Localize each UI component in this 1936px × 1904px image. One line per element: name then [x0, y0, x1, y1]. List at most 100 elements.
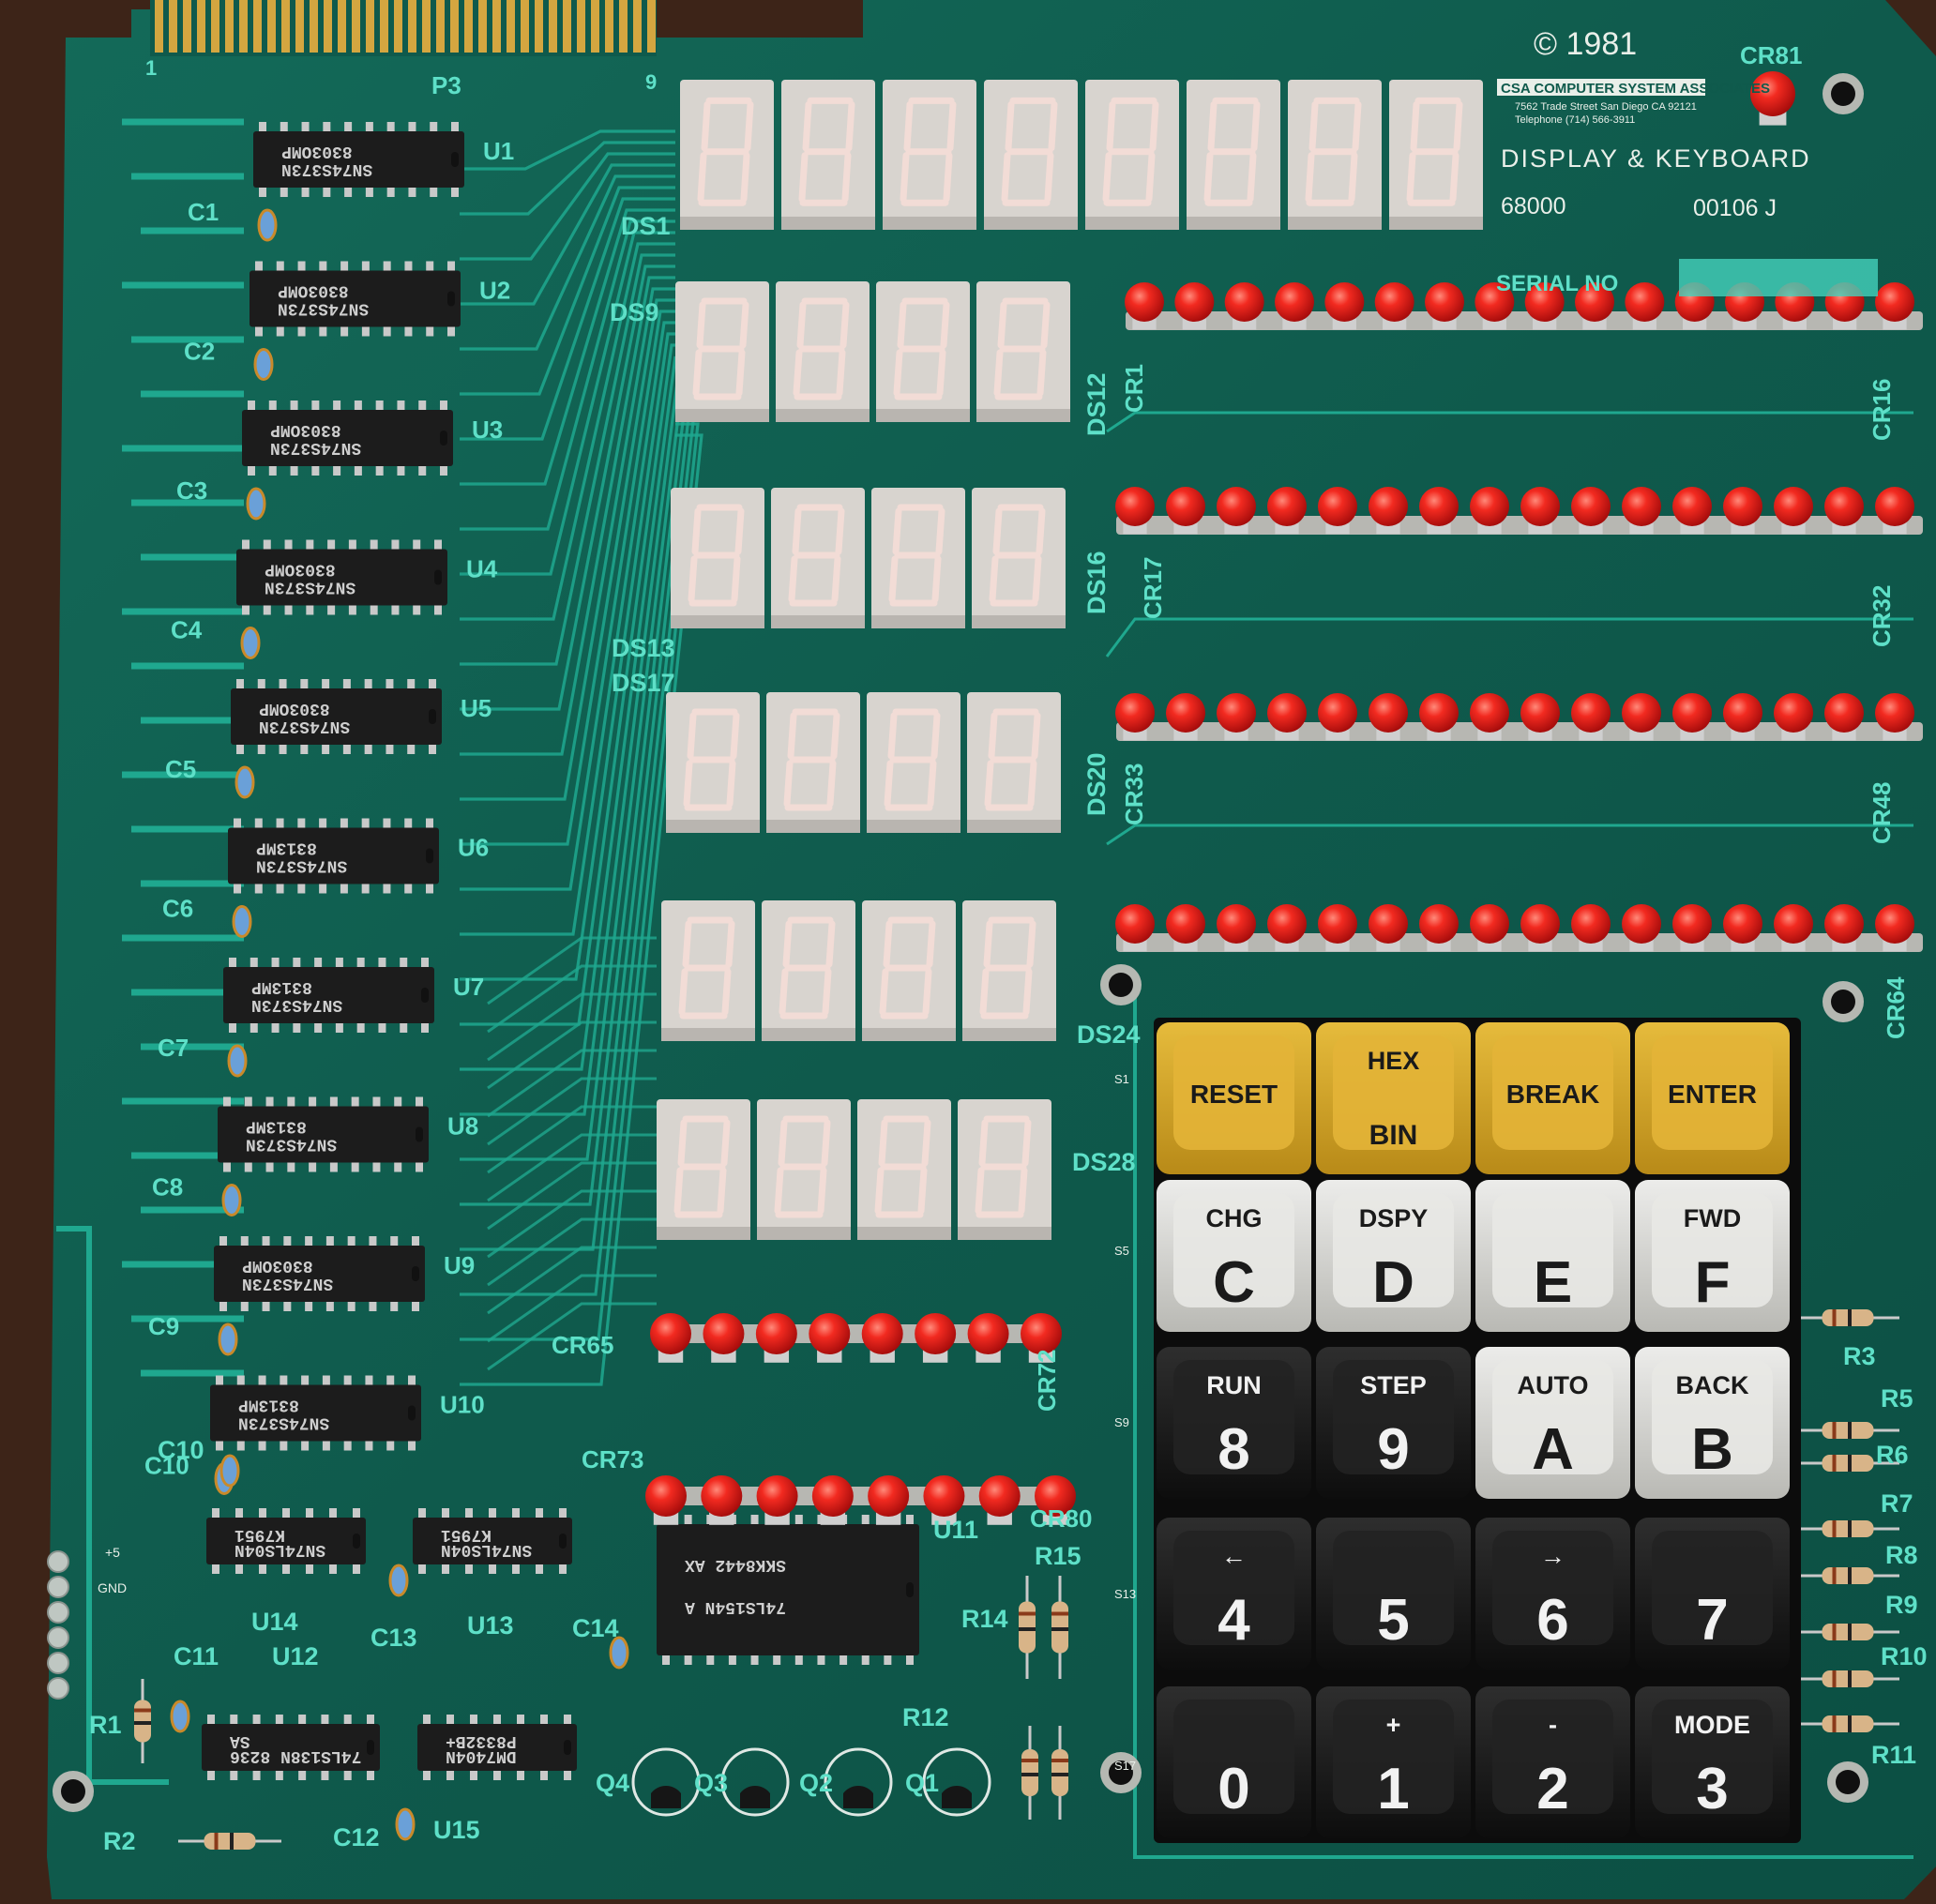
- display-label: DS16: [1082, 551, 1111, 614]
- company-address: 7562 Trade Street San Diego CA 92121: [1515, 101, 1697, 113]
- led: [1824, 693, 1864, 741]
- key-7[interactable]: 7: [1635, 1518, 1790, 1670]
- gold-finger: [633, 0, 642, 53]
- trace: [460, 433, 703, 1386]
- key-1[interactable]: +1: [1316, 1686, 1471, 1838]
- gold-finger: [492, 0, 501, 53]
- led: [1115, 693, 1155, 741]
- resistor: [1796, 1670, 1899, 1687]
- edge-connector-fingers: [155, 0, 656, 53]
- company-phone: Telephone (714) 566-3911: [1515, 114, 1635, 126]
- trace: [487, 1105, 657, 1174]
- trace: [460, 253, 675, 666]
- solder-pad: [47, 1626, 69, 1649]
- capacitor-label: C5: [165, 755, 196, 783]
- component-label: C12: [333, 1823, 380, 1851]
- solder-pad: [47, 1576, 69, 1598]
- seven-segment-digit: [883, 80, 976, 230]
- key-0[interactable]: 0: [1157, 1686, 1311, 1838]
- key-main-label: 8: [1218, 1417, 1249, 1482]
- led-holder: [1116, 933, 1923, 952]
- mounting-holes: [53, 73, 1868, 1812]
- key-enter[interactable]: ENTER: [1635, 1022, 1790, 1174]
- led: [1374, 282, 1414, 330]
- led: [1324, 282, 1365, 330]
- key-5[interactable]: 5: [1316, 1518, 1471, 1670]
- chip-label: U4: [466, 555, 498, 583]
- trace: [487, 1217, 657, 1287]
- transistor: [720, 1747, 790, 1817]
- seven-segment-digit: [671, 488, 764, 628]
- key-main-label: D: [1372, 1250, 1414, 1315]
- seven-segment-digit: [1288, 80, 1382, 230]
- chip-marking: 8303OMP: [265, 559, 336, 578]
- key-main-label: 2: [1536, 1757, 1568, 1821]
- key-run-8[interactable]: RUN 8: [1157, 1347, 1311, 1499]
- seven-segment-digit: [862, 900, 956, 1041]
- chip-label: U9: [444, 1251, 475, 1279]
- capacitor: [395, 1807, 416, 1841]
- key-e[interactable]: E: [1475, 1180, 1630, 1332]
- key-break[interactable]: BREAK: [1475, 1022, 1630, 1174]
- led-holder: [1116, 516, 1923, 535]
- seven-segment-digit: [762, 900, 855, 1041]
- led-label: CR33: [1120, 763, 1148, 825]
- gold-finger: [366, 0, 374, 53]
- gold-finger: [310, 0, 318, 53]
- switch-label: S13: [1114, 1587, 1136, 1601]
- led: [868, 1475, 910, 1525]
- resistor-label: R10: [1881, 1642, 1928, 1670]
- key-main-label: 5: [1377, 1588, 1409, 1653]
- seven-segment-digit: [776, 281, 870, 422]
- chip-marking: SN74S373N: [238, 1413, 329, 1432]
- chip-label: U2: [479, 277, 510, 305]
- key-reset[interactable]: RESET: [1157, 1022, 1311, 1174]
- company-name: CSA COMPUTER SYSTEM ASSOCIATES: [1501, 81, 1770, 97]
- resistor: [1021, 1726, 1038, 1820]
- led: [1625, 282, 1665, 330]
- edge-connector: [150, 0, 657, 56]
- resistor-label: R6: [1876, 1441, 1909, 1469]
- key-6[interactable]: →6: [1475, 1518, 1630, 1670]
- trace: [487, 964, 657, 1034]
- seven-segment-digit: [1085, 80, 1179, 230]
- key-4[interactable]: ←4: [1157, 1518, 1311, 1670]
- resistor: [134, 1679, 151, 1763]
- gold-finger: [436, 0, 445, 53]
- display-label: DS17: [612, 669, 675, 697]
- led: [1275, 282, 1314, 330]
- seven-segment-digit: [984, 80, 1078, 230]
- capacitor: [609, 1636, 629, 1670]
- solder-pad: [47, 1601, 69, 1624]
- led: [1672, 487, 1712, 535]
- seven-segment-digit: [680, 80, 774, 230]
- gold-finger: [535, 0, 543, 53]
- led-label: CR73: [582, 1445, 643, 1473]
- seven-segment-displays: [657, 80, 1483, 1240]
- led: [1723, 487, 1762, 535]
- led: [1575, 282, 1614, 330]
- led: [1520, 904, 1560, 952]
- led-label: CR48: [1868, 782, 1896, 844]
- chip-marking: 74LS154N A: [685, 1597, 786, 1616]
- seven-segment-digit: [958, 1099, 1051, 1240]
- trace: [460, 355, 677, 1071]
- chip-label: U6: [458, 834, 489, 862]
- capacitor-label: C4: [171, 616, 203, 644]
- seven-segment-digit: [1187, 80, 1280, 230]
- gold-finger: [478, 0, 487, 53]
- key-2[interactable]: -2: [1475, 1686, 1630, 1838]
- key-top-label: RUN: [1206, 1371, 1262, 1399]
- capacitor: [219, 1454, 240, 1488]
- chip-label: U1: [483, 137, 514, 165]
